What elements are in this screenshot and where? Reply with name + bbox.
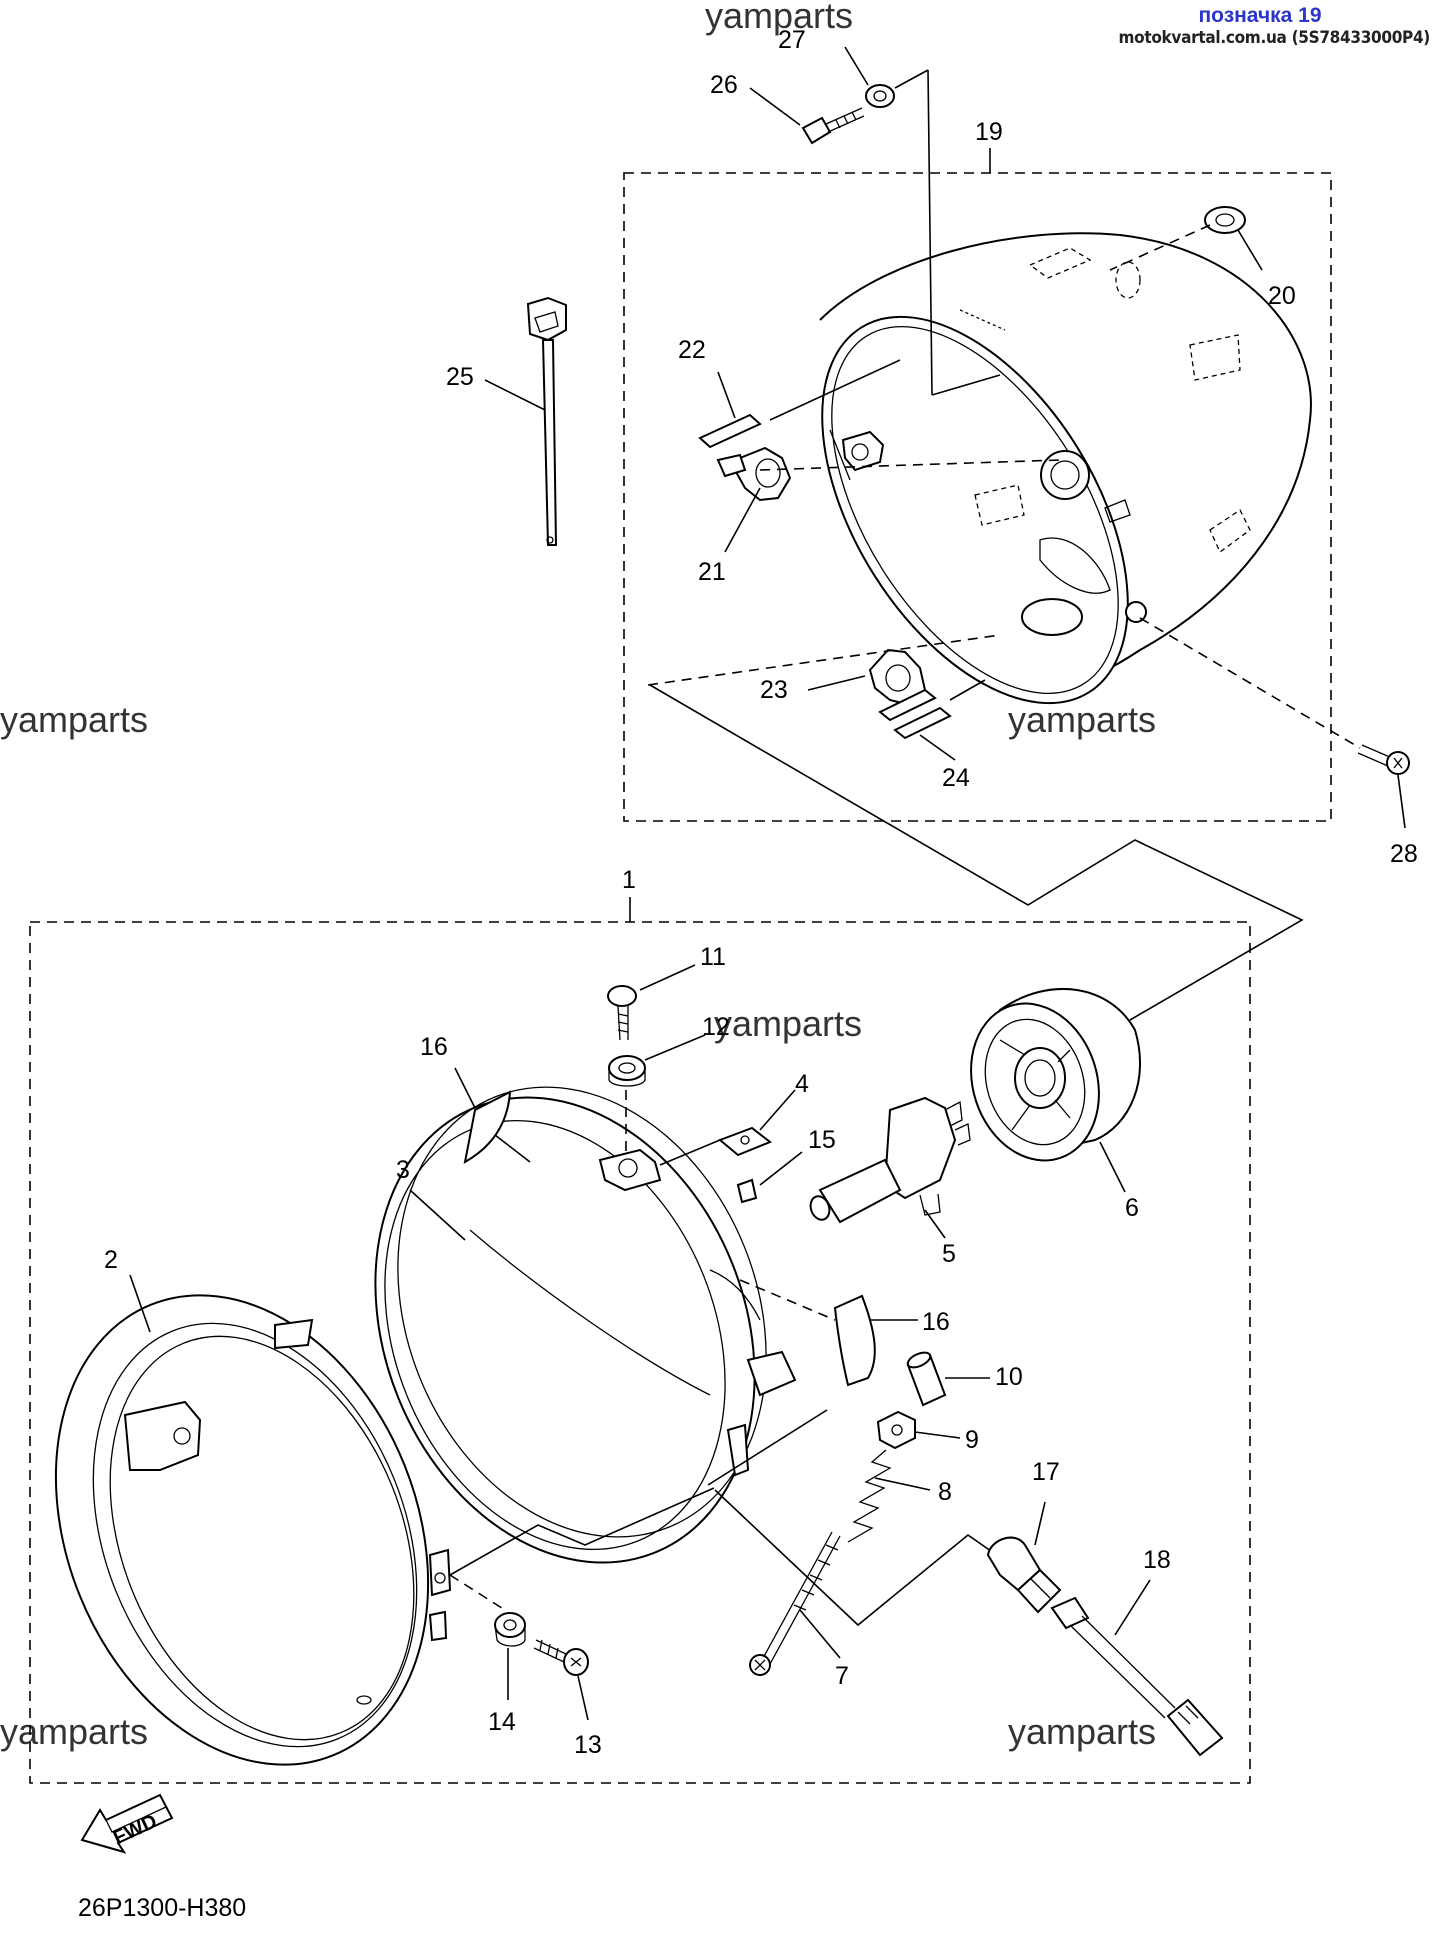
nut-part	[876, 1410, 916, 1450]
grommet-part	[1204, 206, 1246, 234]
source-reference: motokvartal.com.ua (5S78433000P4)	[1118, 28, 1430, 48]
callout-20: 20	[1268, 282, 1296, 310]
callout-1: 1	[622, 866, 636, 894]
callout-2: 2	[104, 1246, 118, 1274]
clip-part	[698, 413, 792, 502]
callout-16-upper: 16	[420, 1033, 448, 1061]
lamp-unit	[374, 1086, 797, 1564]
fwd-arrow-icon: FWD	[80, 1793, 174, 1854]
callout-14: 14	[488, 1708, 516, 1736]
nut-plate-part	[718, 1126, 772, 1204]
callout-25: 25	[446, 363, 474, 391]
callout-15: 15	[808, 1126, 836, 1154]
bulb-cover	[970, 988, 1141, 1162]
callout-16-right: 16	[922, 1308, 950, 1336]
clip-part	[868, 648, 952, 740]
watermark: yamparts	[0, 699, 148, 740]
callout-24: 24	[942, 764, 970, 792]
callout-23: 23	[760, 676, 788, 704]
grommet-part	[494, 1612, 526, 1647]
reference-tag: позначка 19	[1198, 4, 1322, 27]
callout-22: 22	[678, 336, 706, 364]
spacer-part	[906, 1351, 947, 1407]
screw-part	[533, 1639, 589, 1676]
callout-5: 5	[942, 1240, 956, 1268]
assembly-box-1	[29, 921, 1251, 1784]
callout-12: 12	[702, 1013, 730, 1041]
callout-27: 27	[778, 26, 806, 54]
grommet-part	[608, 1055, 646, 1087]
diagram-code: 26P1300-H380	[78, 1894, 246, 1922]
callout-18: 18	[1143, 1546, 1171, 1574]
watermark: yamparts	[714, 1003, 862, 1044]
callout-9: 9	[965, 1426, 979, 1454]
position-bulb	[986, 1536, 1062, 1614]
bolt-part	[801, 107, 865, 145]
callout-26: 26	[710, 71, 738, 99]
callout-6: 6	[1125, 1194, 1139, 1222]
bolt-part	[1357, 744, 1410, 775]
watermark: yamparts	[1008, 1711, 1156, 1752]
watermark: yamparts	[1008, 699, 1156, 740]
callout-8: 8	[938, 1478, 952, 1506]
headlight-rim	[54, 1294, 452, 1766]
adjusting-screw	[749, 1531, 841, 1676]
headlight-bulb	[809, 1096, 971, 1224]
spring-part	[847, 1449, 892, 1543]
assembly-box-19	[623, 172, 1332, 822]
callout-10: 10	[995, 1363, 1023, 1391]
cable-tie-part	[526, 296, 567, 546]
callout-17: 17	[1032, 1458, 1060, 1486]
callout-21: 21	[698, 558, 726, 586]
headlight-case	[819, 232, 1312, 705]
callout-13: 13	[574, 1731, 602, 1759]
bulb-socket-harness	[1050, 1596, 1224, 1757]
watermark: yamparts	[705, 0, 853, 36]
screw-part	[607, 985, 637, 1041]
callout-19: 19	[975, 118, 1003, 146]
watermark: yamparts	[0, 1711, 148, 1752]
lens-reflector-part	[833, 1294, 876, 1387]
callout-11: 11	[700, 943, 726, 971]
callout-4: 4	[795, 1070, 809, 1098]
lens-reflector-part	[463, 1090, 512, 1164]
callout-3: 3	[396, 1156, 410, 1184]
washer-part	[865, 84, 895, 108]
callout-28: 28	[1390, 840, 1418, 868]
callout-7: 7	[835, 1662, 849, 1690]
